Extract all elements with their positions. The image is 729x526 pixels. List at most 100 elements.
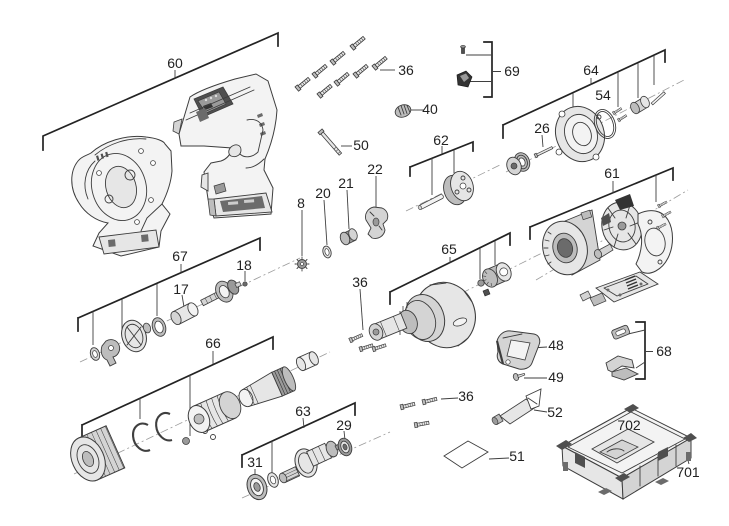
screws-64-small — [612, 106, 628, 123]
callout-61-label: 61 — [604, 165, 620, 181]
callout-48-label: 48 — [548, 337, 564, 353]
gear-8 — [294, 256, 310, 272]
callout-17-leader — [181, 294, 185, 308]
clutch-jaw-22 — [365, 206, 389, 239]
callout-49-label: 49 — [548, 369, 564, 385]
callout-36-right-leader — [440, 397, 459, 400]
callout-64-label: 64 — [583, 62, 599, 78]
callout-60-label: 60 — [167, 55, 183, 71]
clip-large-68 — [605, 355, 640, 381]
callout-66-label: 66 — [205, 335, 221, 351]
callout-65-bracket — [388, 231, 511, 305]
motor-stator-61 — [542, 209, 601, 276]
gearcase-cover-64 — [554, 105, 606, 163]
ring-67 — [151, 317, 167, 337]
clip-small-68 — [611, 324, 631, 340]
callout-36-top-label: 36 — [398, 62, 414, 78]
snap-ring-1-66 — [132, 422, 151, 452]
callout-62-bracket — [408, 140, 474, 195]
screw-69 — [460, 45, 466, 54]
cylinder-66 — [295, 351, 319, 372]
gearbox-65 — [368, 281, 476, 349]
motor-fan-61 — [593, 194, 643, 259]
callout-69-label: 69 — [504, 63, 520, 79]
belt-clip-48 — [495, 330, 541, 370]
case-lid-recess-702 — [591, 428, 655, 464]
washer-20 — [322, 245, 332, 259]
callout-29-label: 29 — [336, 417, 352, 433]
callout-52-leader — [533, 409, 548, 413]
callout-50-label: 50 — [353, 137, 369, 153]
callout-22-label: 22 — [367, 161, 383, 177]
sleeve-17 — [170, 302, 199, 326]
led-module-69 — [456, 70, 473, 88]
gear-62 — [443, 170, 474, 206]
callout-68-bracket — [627, 321, 653, 380]
cone-sleeve-66 — [238, 366, 297, 408]
spindle-63 — [278, 440, 344, 484]
callout-40-label: 40 — [422, 101, 438, 117]
callout-52-label: 52 — [547, 404, 563, 420]
callout-63-bracket — [240, 401, 356, 473]
callout-20-label: 20 — [315, 185, 331, 201]
shaft-bearing-67 — [200, 279, 242, 307]
switch-pcb-61 — [579, 271, 659, 307]
callout-54-label: 54 — [595, 87, 611, 103]
callout-68-label: 68 — [656, 343, 672, 359]
callout-26-label: 26 — [534, 120, 550, 136]
callout-62-label: 62 — [433, 132, 449, 148]
sleeve-65 — [482, 262, 512, 288]
snap-ring-2-66 — [155, 412, 173, 442]
screw-set-36-right — [399, 396, 438, 429]
housing-right-half — [172, 73, 278, 219]
cam-67 — [100, 339, 121, 367]
callout-20-leader — [323, 199, 328, 246]
callout-60-bracket — [42, 31, 279, 151]
spring-40 — [394, 104, 412, 118]
pin-18 — [242, 281, 248, 287]
callout-65-label: 65 — [441, 241, 457, 257]
callout-labels: 60 36 40 50 69 64 54 26 62 22 21 20 8 61… — [167, 55, 700, 480]
bearing-31 — [246, 473, 268, 501]
callout-63-label: 63 — [295, 403, 311, 419]
callout-31-label: 31 — [247, 454, 263, 470]
spindle-flange-67 — [121, 319, 152, 353]
housing-left-half — [71, 135, 173, 257]
callout-69-bracket — [466, 41, 501, 98]
gear-62b — [506, 156, 522, 176]
callout-67-label: 67 — [172, 248, 188, 264]
bearing-29 — [337, 437, 353, 457]
washer-67 — [89, 347, 101, 361]
screw-49 — [512, 373, 526, 381]
ball-65 — [477, 279, 485, 287]
nut-65 — [482, 288, 491, 297]
callout-36-right-label: 36 — [458, 388, 474, 404]
pin-62 — [417, 194, 444, 210]
callout-8-label: 8 — [297, 195, 305, 211]
callout-701-label: 701 — [676, 464, 700, 480]
clutch-cap-66 — [70, 425, 126, 482]
callout-64-bracket — [501, 48, 666, 148]
callout-61-bracket — [528, 166, 674, 240]
callout-67-bracket — [76, 236, 261, 345]
bushing-21 — [339, 228, 358, 246]
callout-18-label: 18 — [236, 257, 252, 273]
motor-endcap-61 — [635, 210, 673, 274]
callout-51-leader — [488, 457, 510, 460]
screw-50 — [317, 128, 343, 156]
washer-63 — [267, 472, 279, 488]
callout-51-label: 51 — [509, 448, 525, 464]
screw-set-36-top — [294, 35, 389, 99]
callout-36-mid-label: 36 — [352, 274, 368, 290]
o-ring-54 — [593, 109, 617, 139]
callout-702-label: 702 — [617, 417, 641, 433]
callout-17-label: 17 — [173, 281, 189, 297]
callout-21-label: 21 — [338, 175, 354, 191]
callout-36-mid-leader — [359, 288, 364, 331]
pinion-64 — [630, 95, 650, 115]
screw-26 — [533, 146, 554, 159]
grease-tube-52 — [491, 388, 542, 426]
threaded-body-66 — [187, 391, 242, 433]
pin-64 — [650, 91, 666, 106]
